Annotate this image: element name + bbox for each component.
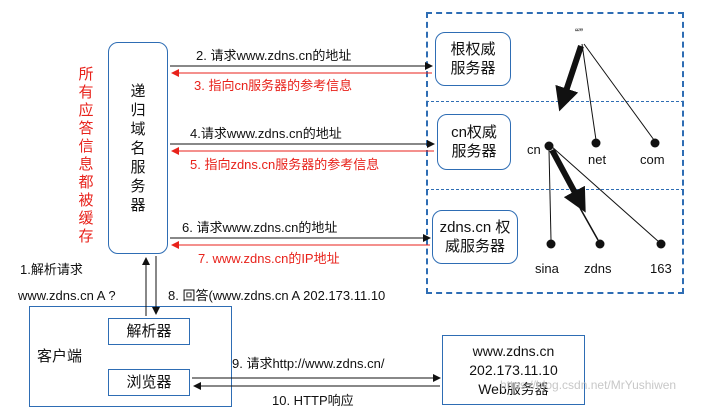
authority-region	[426, 12, 684, 294]
msg-7: 7. www.zdns.cn的IP地址	[198, 251, 340, 266]
parser-label: 解析器	[126, 323, 172, 340]
msg-1-line2: www.zdns.cn A ?	[18, 288, 116, 303]
zdns-server-box: zdns.cn 权威服务器	[432, 210, 518, 264]
tree-node-163	[656, 239, 666, 249]
watermark: https://blog.csdn.net/MrYushiwen	[500, 378, 677, 392]
resolver-label: 递归域名服务器	[130, 82, 146, 214]
msg-8: 8. 回答(www.zdns.cn A 202.173.11.10	[168, 288, 386, 303]
tree-node-net	[591, 138, 601, 148]
parser-box: 解析器	[108, 318, 190, 345]
tree-label-sina: sina	[535, 261, 559, 276]
msg-5: 5. 指向zdns.cn服务器的参考信息	[190, 157, 380, 172]
zdns-server-label: zdns.cn 权威服务器	[439, 219, 511, 255]
tree-label-net: net	[588, 152, 607, 167]
tree-label-com: com	[640, 152, 665, 167]
web-server-domain: www.zdns.cn	[472, 342, 555, 359]
tree-edge-cn-sina	[548, 149, 552, 241]
tree-bold-cn-zdns	[549, 148, 586, 213]
msg-1-line1: 1.解析请求	[20, 262, 83, 277]
msg-10: 10. HTTP响应	[272, 393, 354, 408]
web-server-label: Web服务器	[478, 380, 549, 397]
tree-edge-zdns	[579, 207, 599, 241]
browser-box: 浏览器	[108, 369, 190, 396]
client-label: 客户端	[37, 348, 83, 365]
msg-2: 2. 请求www.zdns.cn的地址	[196, 48, 352, 63]
web-server-ip: 202.173.11.10	[469, 361, 558, 378]
msg-3: 3. 指向cn服务器的参考信息	[194, 78, 353, 93]
cache-note: 所有应答信息都被缓存	[78, 66, 94, 245]
root-server-label: 根权威服务器	[450, 41, 496, 77]
tree-label-root: “”	[575, 26, 583, 40]
cn-server-label: cn权威服务器	[451, 124, 497, 160]
root-server-box: 根权威服务器	[435, 32, 511, 86]
msg-4: 4.请求www.zdns.cn的地址	[190, 126, 342, 141]
tree-edge-cn-163	[550, 145, 660, 243]
tree-node-com	[650, 138, 660, 148]
tree-node-sina	[546, 239, 556, 249]
tree-edge-root-net	[581, 43, 597, 141]
recursive-resolver-box: 递归域名服务器	[108, 42, 168, 254]
cn-server-box: cn权威服务器	[437, 114, 511, 170]
region-divider-1	[426, 101, 684, 102]
tree-edge-root-com	[583, 43, 655, 141]
web-server-box: www.zdns.cn 202.173.11.10 Web服务器	[442, 335, 585, 405]
tree-label-zdns: zdns	[584, 261, 612, 276]
msg-9: 9. 请求http://www.zdns.cn/	[232, 356, 385, 371]
tree-bold-root-cn	[555, 45, 584, 112]
msg-6: 6. 请求www.zdns.cn的地址	[182, 220, 338, 235]
browser-label: 浏览器	[126, 374, 172, 391]
tree-label-cn: cn	[527, 142, 541, 157]
tree-label-163: 163	[650, 261, 672, 276]
tree-node-zdns	[595, 239, 605, 249]
tree-node-cn	[544, 141, 554, 151]
region-divider-2	[426, 189, 684, 190]
